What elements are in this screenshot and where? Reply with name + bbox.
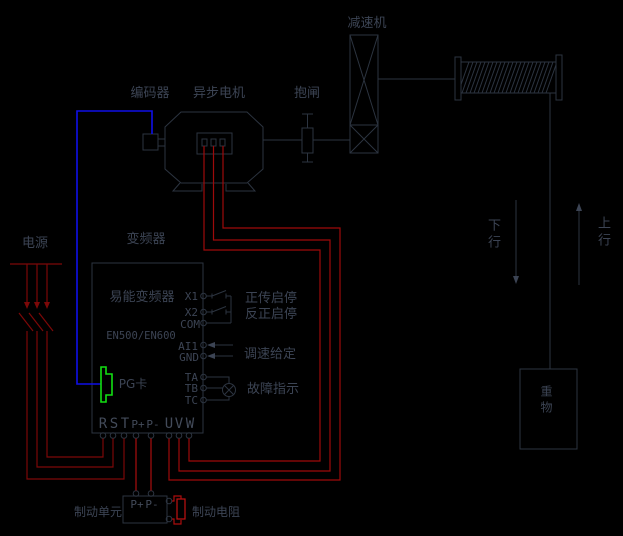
terminal-p-minus: P- [146,418,159,431]
fault-signal-label: 故障指示 [247,382,299,397]
down-arrow [513,200,519,284]
pg-card-connector [100,366,113,403]
forward-signal-label: 正传启停 [245,290,297,306]
terminal-p-plus: P+ [131,418,145,431]
terminal-com: COM [180,318,200,331]
reducer-label: 减速机 [347,16,386,31]
disconnect-switch-blades [18,312,54,332]
terminal-v: V [175,416,184,432]
brake-unit-terminal-p-minus: P- [145,498,158,511]
drum-hatching [461,62,556,93]
motor-terminal-box [196,132,233,155]
motor-label: 异步电机 [193,86,245,101]
down-direction-label: 下行 [485,218,500,252]
brake-unit-terminal-p-plus: P+ [130,498,144,511]
speed-reference-input [207,342,233,359]
power-label: 电源 [22,236,48,251]
motor-feet [171,182,257,192]
brake-resistor-symbol [176,498,186,520]
encoder-symbol [142,133,165,151]
terminal-u: U [165,416,173,432]
terminal-t: T [121,416,130,432]
reducer-symbol [349,34,379,154]
cable-drum [454,54,563,101]
brake-symbol [301,113,314,163]
encoder-wire [76,110,153,385]
reverse-signal-label: 反正启停 [245,306,297,322]
terminal-ai1: AI1 [178,340,198,353]
terminal-s: S [110,416,118,432]
fault-lamp [206,376,236,401]
weight-label: 重物 [539,385,553,417]
up-direction-label: 上行 [595,216,610,250]
brake-unit-box [122,490,173,524]
up-arrow [576,203,582,285]
brake-unit-label: 制动单元 [74,505,122,519]
brake-resistor-label: 制动电阻 [192,505,240,519]
brake-unit-wires [135,438,186,525]
inverter-label: 变频器 [126,231,165,247]
terminal-tc: TC [185,394,198,407]
brake-label: 抱闸 [294,85,320,101]
pg-card-label: PG卡 [119,377,148,391]
terminal-gnd: GND [179,351,199,364]
speed-ref-label: 调速给定 [244,347,296,362]
terminal-ta: TA [185,371,199,384]
inverter-model-label: EN500/EN600 [106,330,176,342]
weight-box [519,368,578,450]
inverter-brand-label: 易能变频器 [109,289,174,305]
run-stop-switches [206,290,232,324]
control-terminal-circles [200,292,207,404]
power-supply-wires [10,263,125,480]
terminal-w: W [186,416,195,432]
terminal-tb: TB [185,382,199,395]
power-terminal-circles [99,432,193,439]
motor-phase-wires [168,146,341,481]
terminal-x1: X1 [185,290,198,303]
encoder-label: 编码器 [130,86,169,101]
terminal-x2: X2 [185,306,198,319]
terminal-r: R [99,416,108,432]
